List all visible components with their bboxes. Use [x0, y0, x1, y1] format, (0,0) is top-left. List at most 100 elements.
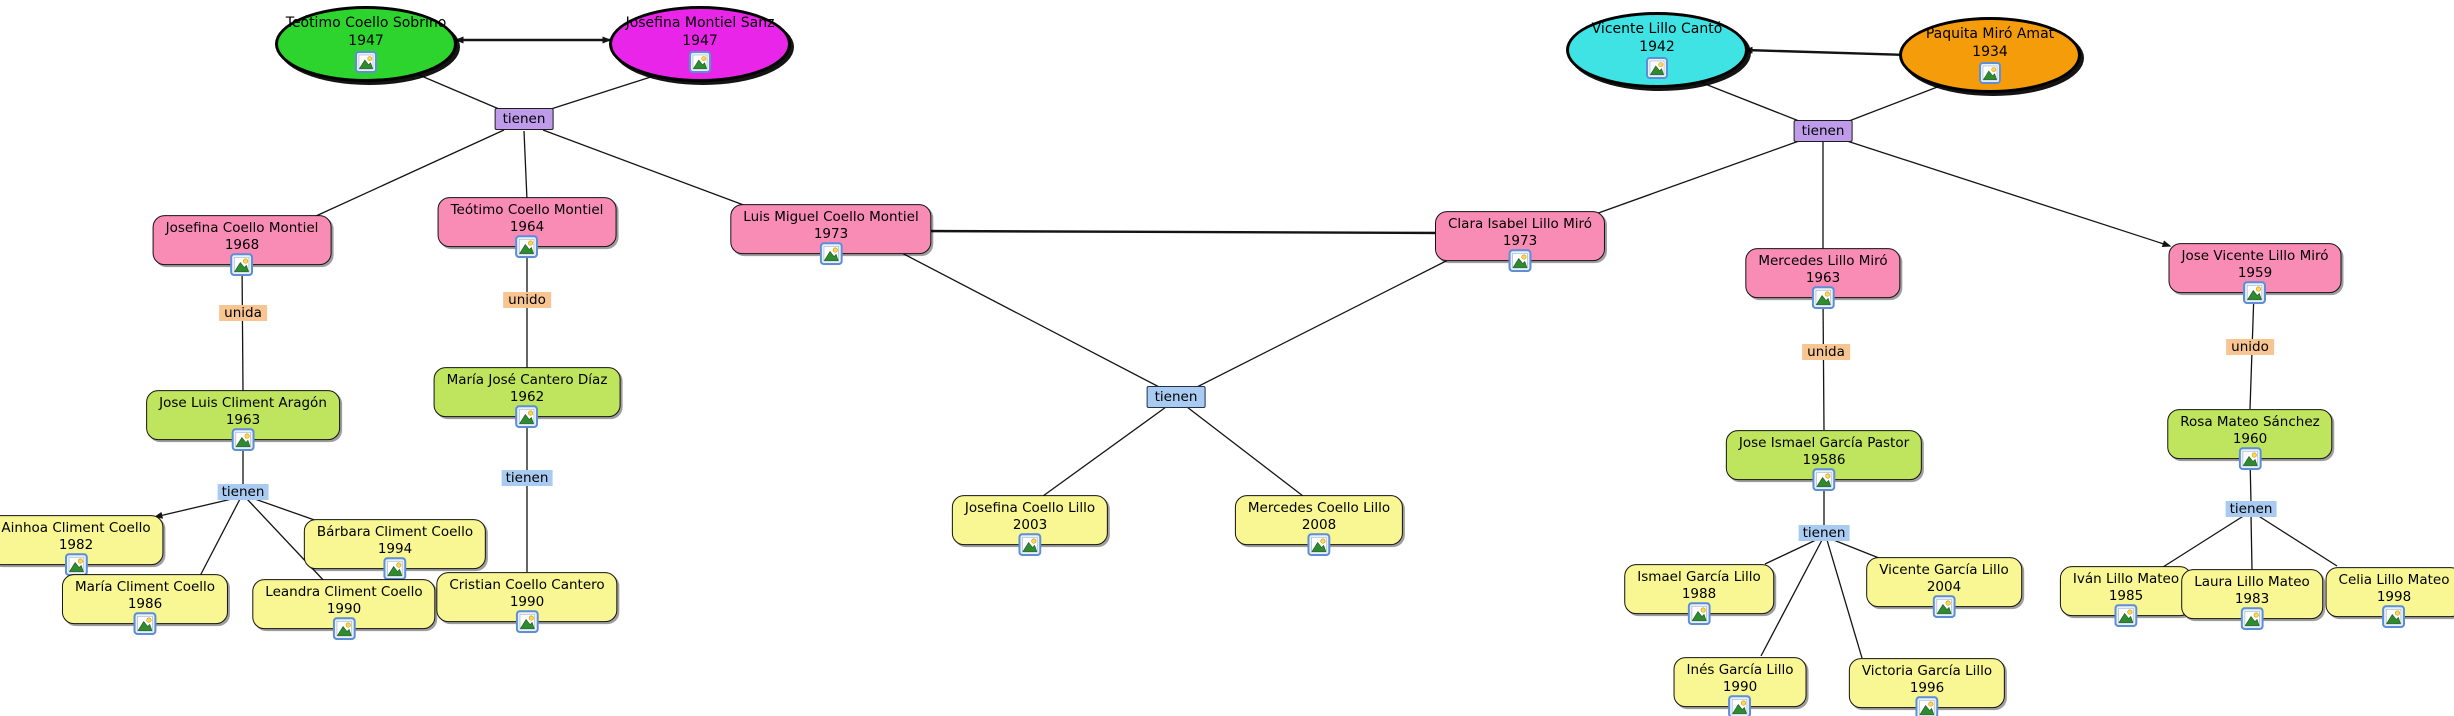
photo-icon[interactable] — [2114, 603, 2138, 627]
photo-icon[interactable] — [1932, 594, 1956, 618]
photo-icon[interactable] — [689, 51, 711, 73]
person-name: Josefina Coello Montiel — [165, 220, 319, 237]
photo-icon[interactable] — [1979, 62, 2001, 84]
photo-icon[interactable] — [2243, 280, 2267, 304]
union-label[interactable]: tienen — [217, 484, 269, 500]
relationship-edge — [199, 498, 241, 577]
photo-icon[interactable] — [819, 241, 843, 265]
person-birth-year: 1986 — [127, 596, 163, 612]
relationship-edge — [2256, 514, 2338, 567]
marriage-label[interactable]: unida — [1802, 344, 1850, 360]
photo-icon[interactable] — [1811, 285, 1835, 309]
person-birth-year: 2008 — [1301, 517, 1337, 533]
photo-icon[interactable] — [133, 611, 157, 635]
photo-icon[interactable] — [64, 552, 88, 576]
marriage-label[interactable]: unida — [219, 305, 267, 321]
person-birth-year: 2003 — [1012, 517, 1048, 533]
person-name: Iván Lillo Mateo — [2072, 571, 2180, 588]
marriage-label[interactable]: unido — [2226, 339, 2274, 355]
photo-icon[interactable] — [355, 51, 377, 73]
relationship-edge — [1822, 297, 1825, 431]
person-birth-year: 1994 — [377, 541, 413, 557]
person-name: Cristian Coello Cantero — [449, 577, 605, 594]
photo-icon[interactable] — [383, 556, 407, 580]
union-label[interactable]: tienen — [2225, 501, 2277, 517]
photo-icon[interactable] — [515, 234, 539, 258]
photo-icon[interactable] — [2382, 604, 2406, 628]
relationship-edge — [1186, 406, 1304, 497]
photo-icon[interactable] — [515, 404, 539, 428]
photo-icon[interactable] — [1018, 532, 1042, 556]
person-name: María José Cantero Díaz — [446, 372, 608, 389]
photo-icon[interactable] — [515, 609, 539, 633]
photo-icon[interactable] — [231, 427, 255, 451]
photo-icon[interactable] — [230, 252, 254, 276]
photo-icon[interactable] — [1646, 57, 1668, 79]
person-birth-year: 1963 — [1805, 270, 1841, 286]
person-birth-year: 1990 — [509, 594, 545, 610]
relationship-edge — [1846, 140, 2172, 248]
person-birth-year: 1998 — [2376, 589, 2412, 605]
photo-icon[interactable] — [2238, 446, 2262, 470]
person-birth-year: 19586 — [1802, 452, 1846, 468]
photo-icon[interactable] — [1508, 248, 1532, 272]
union-label[interactable]: tienen — [1146, 386, 1206, 408]
relationship-edge — [2162, 514, 2246, 568]
photo-icon[interactable] — [1915, 695, 1939, 716]
person-name: Teótimo Coello Montiel — [450, 202, 604, 219]
relationship-edge — [1764, 538, 1819, 565]
union-label[interactable]: tienen — [1793, 120, 1853, 142]
photo-icon[interactable] — [1728, 694, 1752, 716]
relationship-edge — [1042, 406, 1167, 497]
person-birth-year: 1960 — [2232, 431, 2268, 447]
marriage-label[interactable]: unido — [503, 292, 551, 308]
person-name: Leandra Climent Coello — [265, 584, 423, 601]
person-birth-year: 1959 — [2237, 265, 2273, 281]
union-label[interactable]: tienen — [494, 108, 554, 130]
relationship-edge — [542, 129, 758, 211]
person-birth-year: 1973 — [813, 226, 849, 242]
person-name: Clara Isabel Lillo Miró — [1447, 216, 1593, 233]
person-name: Teótimo Coello Sobrino — [285, 15, 447, 31]
photo-icon[interactable] — [332, 616, 356, 640]
photo-icon[interactable] — [1307, 532, 1331, 556]
person-birth-year: 1990 — [326, 601, 362, 617]
photo-icon[interactable] — [1687, 601, 1711, 625]
person-name: Jose Luis Climent Aragón — [159, 395, 327, 412]
person-name: Mercedes Lillo Miró — [1758, 253, 1888, 270]
photo-icon[interactable] — [1812, 467, 1836, 491]
photo-icon[interactable] — [2240, 606, 2264, 630]
union-label[interactable]: tienen — [501, 470, 553, 486]
person-birth-year: 1963 — [225, 412, 261, 428]
person-birth-year: 1947 — [682, 32, 718, 49]
union-label[interactable]: tienen — [1798, 525, 1850, 541]
